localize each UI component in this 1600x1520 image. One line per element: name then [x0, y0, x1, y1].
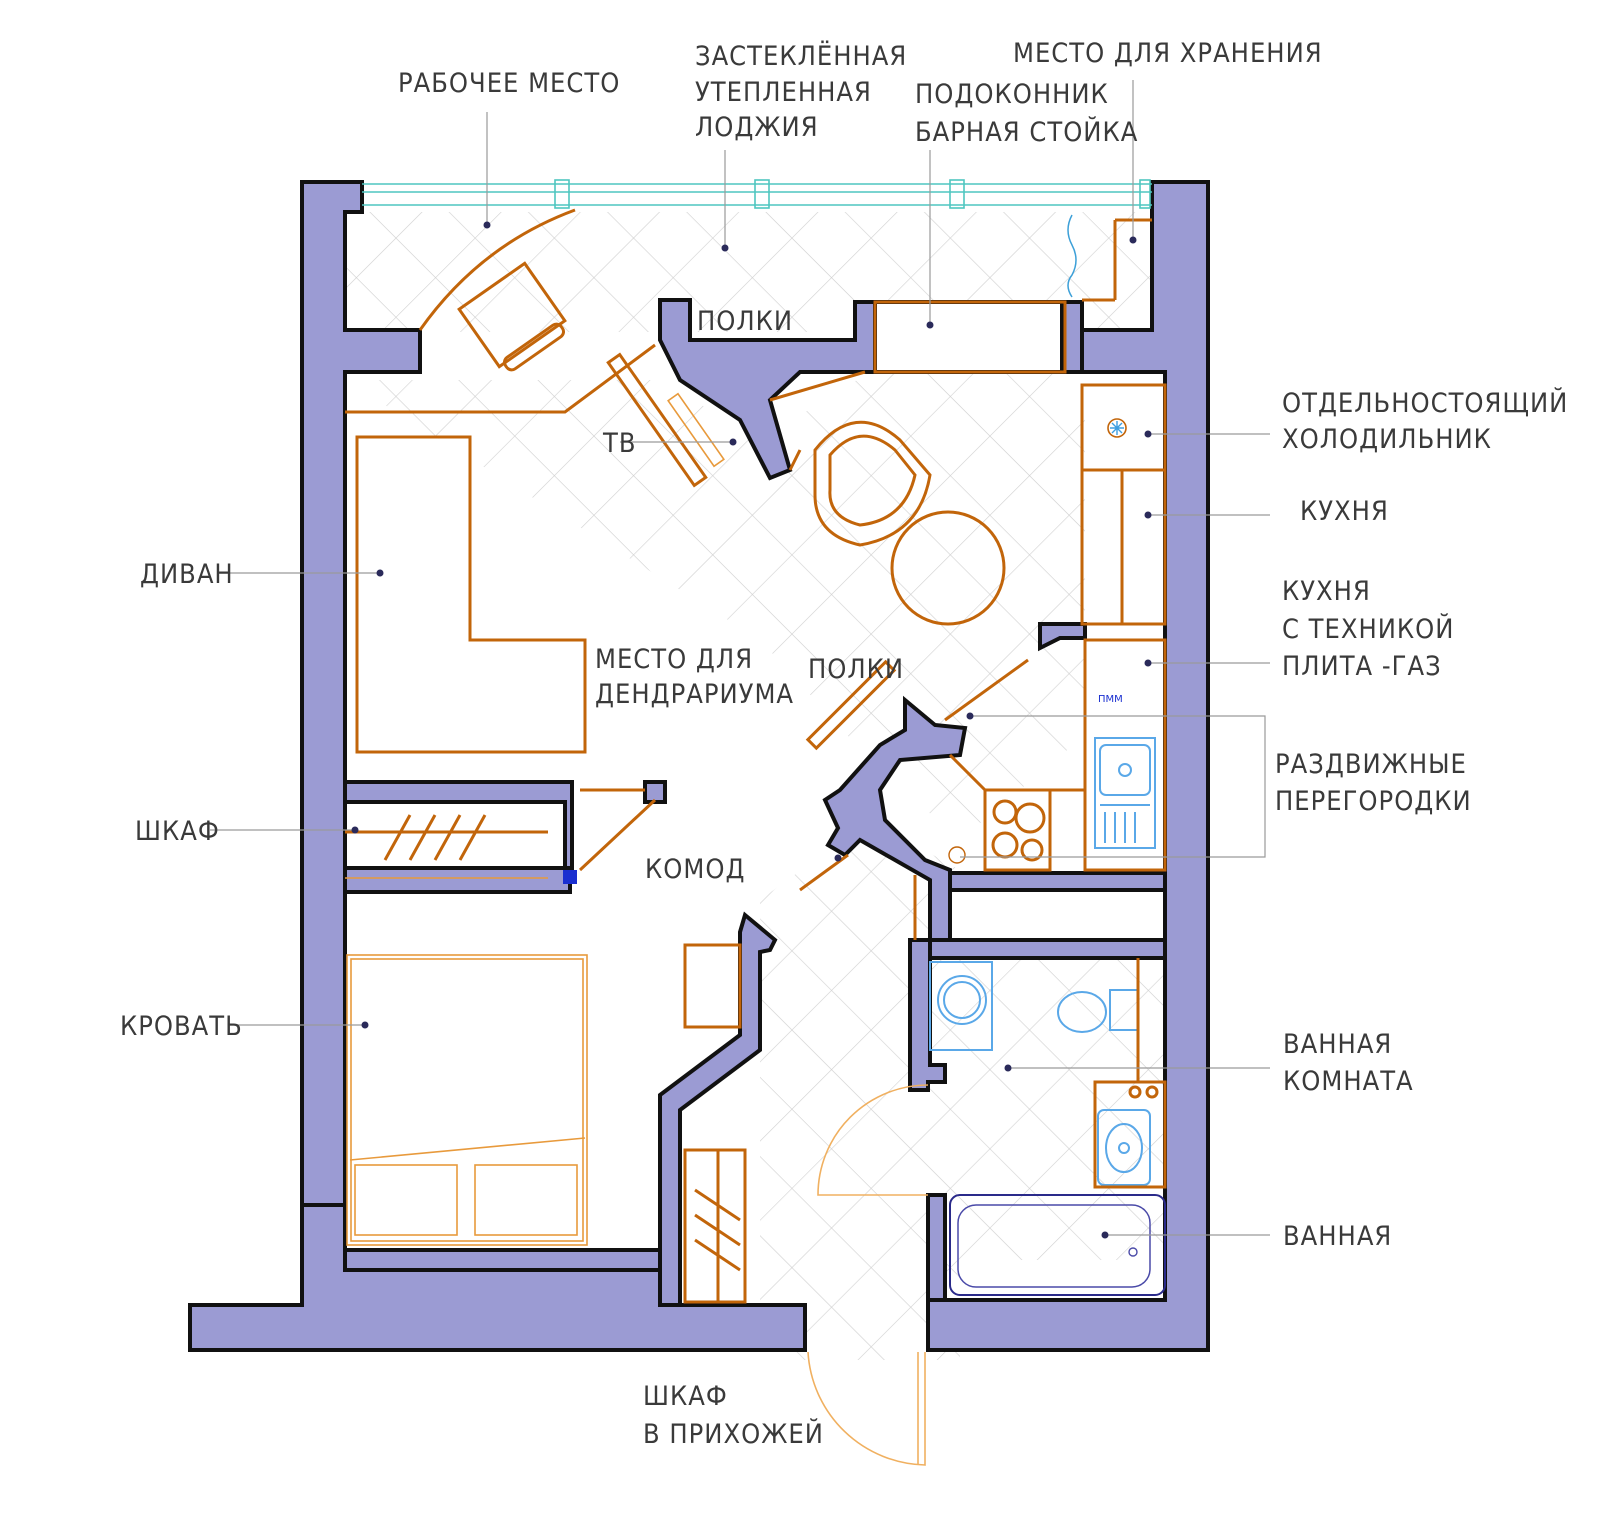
label-bar: БАРНАЯ СТОЙКА	[915, 116, 1138, 148]
label-fridge-1: ОТДЕЛЬНОСТОЯЩИЙ	[1282, 387, 1568, 419]
label-loggia-2: УТЕПЛЕННАЯ	[695, 77, 872, 108]
bathtub	[949, 1194, 1166, 1296]
label-hall-wardrobe-2: В ПРИХОЖЕЙ	[643, 1418, 824, 1450]
kitchen-floor	[345, 372, 1085, 840]
leader-dots	[351, 221, 1152, 1239]
armchair-inner	[828, 434, 917, 527]
bedroom-bottom-wall	[343, 1248, 677, 1272]
office-chair	[457, 261, 567, 369]
round-table	[890, 510, 1006, 626]
curtain	[1067, 214, 1077, 298]
outer-right-wall	[926, 180, 1210, 1352]
loggia-glazing	[362, 179, 1152, 209]
kitchen-cabinet	[1080, 468, 1124, 626]
tv-set	[606, 352, 708, 488]
label-kitchen-app-1: КУХНЯ	[1282, 576, 1371, 607]
wardrobe-hatch	[563, 870, 577, 884]
kitchen-bottom-wall	[948, 871, 1167, 892]
label-bathroom-1: ВАННАЯ	[1283, 1029, 1392, 1060]
label-sofa: ДИВАН	[140, 559, 234, 590]
label-work-place: РАБОЧЕЕ МЕСТО	[398, 68, 620, 99]
label-sill: ПОДОКОННИК	[915, 79, 1109, 110]
label-loggia-1: ЗАСТЕКЛЁННАЯ	[695, 40, 907, 72]
label-dendrarium-1: МЕСТО ДЛЯ	[595, 644, 753, 675]
hall-wardrobe	[683, 1148, 747, 1304]
bath-sink	[1097, 1109, 1151, 1186]
label-kitchen: КУХНЯ	[1300, 496, 1389, 527]
sliding-panel-1	[805, 659, 897, 751]
dishwasher-label: ПММ	[1098, 694, 1123, 705]
bathroom-fixtures	[913, 875, 1167, 1296]
tv-stand	[667, 392, 725, 468]
wardrobe-doors	[383, 814, 487, 861]
label-fridge-2: ХОЛОДИЛЬНИК	[1282, 424, 1492, 455]
wardrobe-post	[643, 780, 667, 804]
loggia-partition	[658, 298, 877, 481]
label-bathroom-2: КОМНАТА	[1283, 1066, 1414, 1097]
wardrobe-wall	[343, 780, 574, 870]
washing-machine	[929, 961, 993, 1051]
right-pillar	[1060, 300, 1084, 374]
leader-lines	[210, 80, 1270, 1236]
kitchen-counter	[1083, 638, 1167, 872]
label-bath: ВАННАЯ	[1283, 1221, 1392, 1252]
dresser	[683, 943, 742, 1029]
label-kitchen-app-3: ПЛИТА -ГАЗ	[1282, 651, 1442, 682]
label-bed: КРОВАТЬ	[120, 1011, 243, 1042]
labels: РАБОЧЕЕ МЕСТО ЗАСТЕКЛЁННАЯ УТЕПЛЕННАЯ ЛО…	[120, 38, 1568, 1450]
wardrobe-wall-lower	[343, 866, 572, 894]
label-sliding-1: РАЗДВИЖНЫЕ	[1275, 749, 1467, 780]
label-storage: МЕСТО ДЛЯ ХРАНЕНИЯ	[1013, 38, 1323, 69]
bed	[346, 954, 588, 1246]
bathroom-door	[817, 1084, 929, 1196]
bath-lower-wall	[926, 1193, 947, 1302]
sofa	[355, 435, 587, 754]
sink-cabinet	[1093, 1080, 1167, 1189]
label-kitchen-app-2: С ТЕХНИКОЙ	[1282, 613, 1454, 645]
desk-lower	[345, 343, 656, 414]
label-wardrobe: ШКАФ	[135, 816, 220, 847]
doors	[807, 1084, 929, 1466]
label-loggia-3: ЛОДЖИЯ	[695, 112, 819, 143]
sill-line	[873, 300, 1067, 374]
furniture: ПММ	[345, 208, 1167, 1304]
bed-pillow-right	[474, 1164, 578, 1236]
bathroom-top-wall	[908, 938, 1167, 960]
kitchen-wall-stub	[1038, 622, 1087, 652]
armchair	[813, 420, 932, 547]
desk-arc	[418, 208, 576, 331]
sill-wall	[873, 300, 1067, 374]
entrance-door	[807, 1351, 926, 1466]
outer-left-wall	[300, 180, 422, 1207]
label-dresser: КОМОД	[645, 854, 745, 885]
label-dendrarium-2: ДЕНДРАРИУМА	[595, 679, 794, 710]
kitchen-cabinet-2	[1120, 468, 1167, 626]
gas-valve	[948, 846, 966, 864]
label-tv: ТВ	[602, 428, 637, 459]
label-sliding-2: ПЕРЕГОРОДКИ	[1275, 786, 1472, 817]
office-chair-back	[502, 322, 566, 372]
label-shelves-mid: ПОЛКИ	[808, 654, 904, 685]
bed-pillow-left	[354, 1164, 458, 1236]
label-hall-wardrobe-1: ШКАФ	[643, 1381, 728, 1412]
fridge-icon	[1110, 421, 1124, 435]
label-shelves-top: ПОЛКИ	[697, 306, 793, 337]
sink	[1094, 737, 1156, 849]
